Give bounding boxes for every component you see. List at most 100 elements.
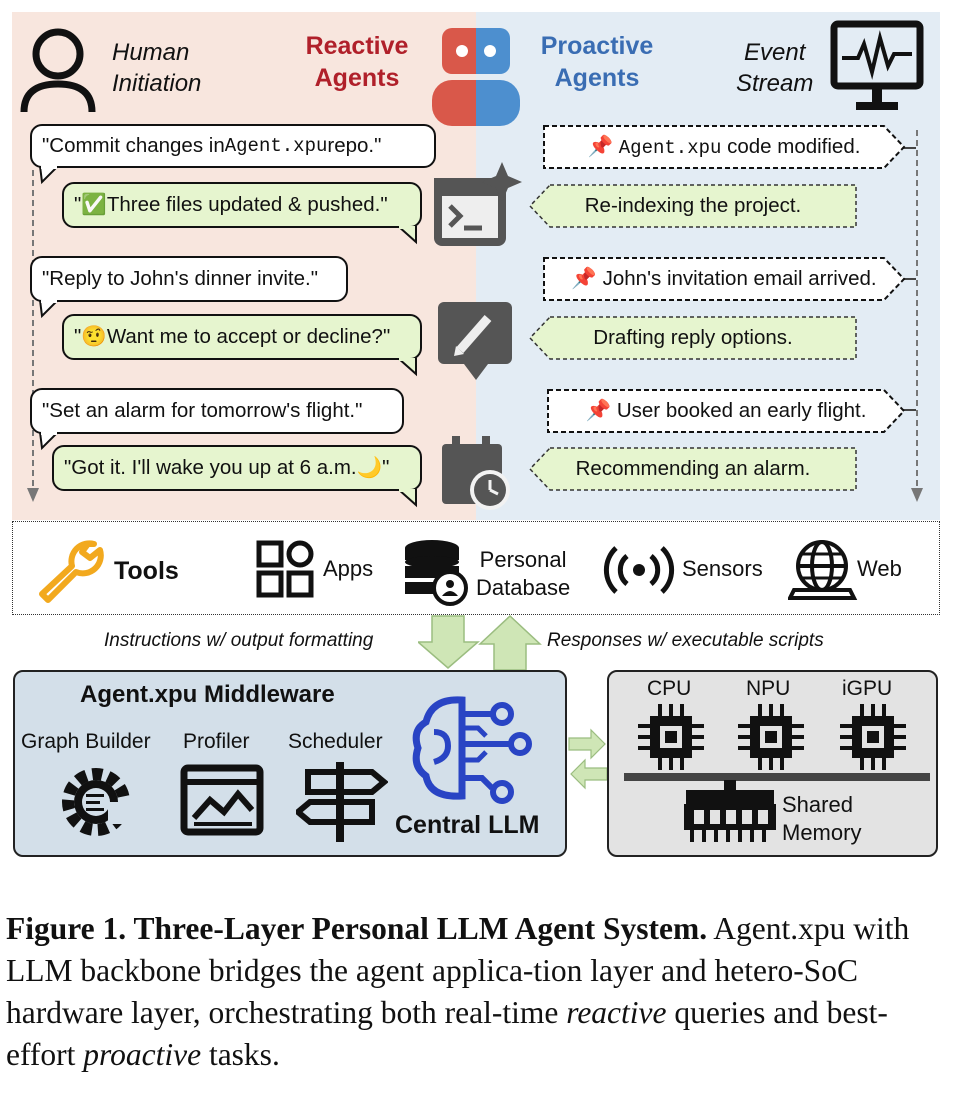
robot-icon [432,28,520,126]
query-bubble-2: "Reply to John's dinner invite." [30,256,348,302]
action-2-text: Drafting reply options. [593,326,793,349]
sensors-label: Sensors [682,556,763,581]
query-1-text: "Commit changes in [42,134,225,157]
action-box-3: Recommending an alarm. [528,446,858,492]
pushpin-icon: 📌 [587,135,614,158]
db-line2: Database [476,574,571,600]
caption-title: Figure 1. Three-Layer Personal LLM Agent… [6,911,708,946]
reply-1-text: Three files updated & pushed." [106,193,388,216]
cpu-label: CPU [647,677,692,700]
reply-3-close: " [382,456,390,479]
npu-label: NPU [746,677,791,700]
igpu-chip-icon [840,704,906,770]
proactive-line2: Agents [554,64,640,92]
web-label: Web [857,556,902,581]
bubble-tail [396,489,417,508]
event-line1: Event [743,39,806,66]
moon-emoji-icon: 🌙 [356,456,383,479]
caption-text-1: Agent.xpu with LLM backbone bridges the … [6,911,910,1030]
reply-bubble-3: "Got it. I'll wake you up at 6 a.m.🌙 " [52,445,422,491]
igpu-label: iGPU [842,677,893,700]
cpu-chip-icon [638,704,704,770]
query-2-text: "Reply to John's dinner invite." [42,267,318,290]
bubble-tail [396,226,417,245]
thinking-emoji-icon: 🤨 [81,325,107,348]
event-box-1: 📌 Agent.xpu code modified. [542,124,906,170]
query-bubble-3: "Set an alarm for tomorrow's flight." [30,388,404,434]
data-flow-arrows [418,614,542,671]
right-arrow-icon [568,728,606,760]
caption-text-2: queries and best-effort [6,994,888,1072]
reply-bubble-1: "✅ Three files updated & pushed." [62,182,422,228]
mem-line2: Memory [782,819,862,845]
pencil-message-icon [438,302,512,380]
shared-memory-label: Shared Memory [782,791,861,846]
caption-italic-proactive: proactive [83,1036,202,1072]
proactive-line1: Proactive [540,32,654,60]
bubble-tail [396,358,417,377]
event-1-text: code modified. [721,135,861,158]
wrench-icon [39,540,104,603]
event-2-text: John's invitation email arrived. [596,267,877,290]
pushpin-icon: 📌 [585,399,612,422]
caption-italic-reactive: reactive [566,994,667,1030]
shared-memory-ram-icon [684,780,776,842]
central-llm-brain-icon [412,696,532,804]
query-bubble-1: "Commit changes in Agent.xpu repo." [30,124,436,168]
human-initiation-label: Human Initiation [112,38,201,99]
central-llm-label: Central LLM [395,811,540,839]
pushpin-icon: 📌 [571,267,597,290]
check-emoji-icon: ✅ [81,193,107,216]
action-box-1: Re-indexing the project. [528,183,858,229]
event-3-text: User booked an early flight. [611,399,867,422]
middleware-title: Agent.xpu Middleware [80,681,335,708]
scheduler-signpost-icon [296,762,388,842]
event-box-3: 📌 User booked an early flight. [546,388,906,434]
apps-icon [256,540,314,598]
scheduler-label: Scheduler [288,730,383,753]
reactive-agents-title: Reactive Agents [282,30,432,94]
reply-1-open: " [74,193,82,216]
sensors-icon [603,546,675,594]
reactive-line2: Agents [314,64,400,92]
human-timeline [27,170,39,502]
calendar-clock-icon [442,436,510,510]
query-3-text: "Set an alarm for tomorrow's flight." [42,399,363,422]
figure-caption: Figure 1. Three-Layer Personal LLM Agent… [6,908,951,1076]
graph-builder-gear-icon [62,768,134,836]
bubble-tail [38,166,60,185]
event-box-2: 📌 John's invitation email arrived. [542,256,906,302]
mem-line1: Shared [782,792,853,817]
terminal-sparkle-icon [434,162,522,246]
horizontal-arrows [568,728,608,790]
up-arrow-icon [478,614,542,671]
reply-bubble-2: "🤨 Want me to accept or decline?" [62,314,422,360]
responses-label: Responses w/ executable scripts [547,630,824,651]
bubble-tail [38,300,60,319]
instructions-label: Instructions w/ output formatting [104,630,374,651]
person-icon [20,28,96,113]
event-timeline [911,130,923,502]
apps-label: Apps [323,556,374,581]
event-1-code: Agent.xpu [618,137,722,159]
caption-text-3: tasks. [201,1036,280,1072]
action-1-text: Re-indexing the project. [584,194,802,217]
profiler-label: Profiler [183,730,250,753]
tools-title: Tools [114,557,179,585]
left-arrow-icon [570,758,608,790]
reactive-line1: Reactive [305,32,409,60]
down-arrow-icon [418,615,481,669]
human-line2: Initiation [112,69,202,97]
profiler-chart-icon [180,764,264,836]
system-bus [624,773,930,781]
action-3-text: Recommending an alarm. [575,457,811,480]
bubble-tail [38,432,60,451]
npu-chip-icon [738,704,804,770]
proactive-agents-title: Proactive Agents [524,30,670,94]
event-line2: Stream [736,69,814,97]
event-stream-label: Event Stream [736,38,813,99]
globe-icon [788,540,858,600]
reply-2-open: " [74,325,82,348]
db-line1: Personal [479,547,567,572]
graph-builder-label: Graph Builder [21,730,151,753]
